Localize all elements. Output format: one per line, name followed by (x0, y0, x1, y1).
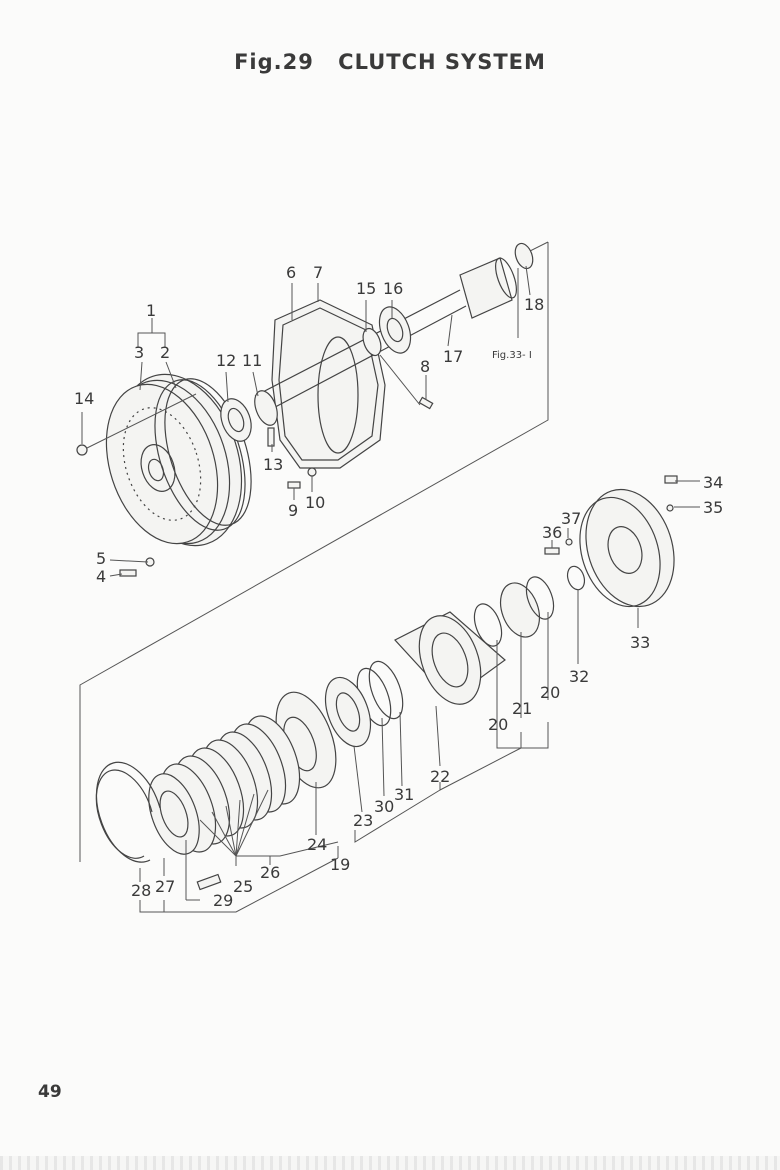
callout-32: 32 (569, 667, 589, 686)
callout-5: 5 (96, 549, 106, 568)
callout-19: 19 (330, 855, 350, 874)
clutch-disc-assembly (105, 373, 252, 547)
callout-9: 9 (288, 501, 298, 520)
callout-6: 6 (286, 263, 296, 282)
callout-8: 8 (420, 357, 430, 376)
callout-27: 27 (155, 877, 175, 896)
upper-hardware (76, 354, 434, 577)
callout-30: 30 (374, 797, 394, 816)
callout-29: 29 (213, 891, 233, 910)
callout-21: 21 (512, 699, 532, 718)
callout-2: 2 (160, 343, 170, 362)
flywheel-housing (271, 299, 386, 469)
callout-23: 23 (353, 811, 373, 830)
callout-1: 1 (146, 301, 156, 320)
leader-lines (81, 265, 700, 913)
callout-4: 4 (96, 567, 106, 586)
figure-title: Fig.29 CLUTCH SYSTEM (0, 50, 780, 74)
callout-11: 11 (242, 351, 262, 370)
callout-labels: 1 2 3 4 5 6 7 8 9 10 11 12 13 14 15 16 1… (74, 263, 723, 910)
scan-edge (0, 1156, 780, 1170)
callout-12: 12 (216, 351, 236, 370)
callout-37: 37 (561, 509, 581, 528)
callout-7: 7 (313, 263, 323, 282)
figure-caption: CLUTCH SYSTEM (338, 50, 546, 74)
callout-14: 14 (74, 389, 94, 408)
callout-36: 36 (542, 523, 562, 542)
callout-26: 26 (260, 863, 280, 882)
callout-20a: 20 (488, 715, 508, 734)
callout-24: 24 (307, 835, 327, 854)
callout-3: 3 (134, 343, 144, 362)
callout-20b: 20 (540, 683, 560, 702)
callout-18: 18 (524, 295, 544, 314)
callout-35: 35 (703, 498, 723, 517)
callout-25: 25 (233, 877, 253, 896)
cross-reference-label: Fig.33- I (492, 350, 532, 361)
input-shaft (220, 242, 534, 442)
clutch-pulley (544, 475, 678, 608)
callout-28: 28 (131, 881, 151, 900)
callout-16: 16 (383, 279, 403, 298)
callout-33: 33 (630, 633, 650, 652)
clutch-drum-pack (95, 576, 555, 891)
page-number: 49 (38, 1082, 62, 1102)
callout-10: 10 (305, 493, 325, 512)
callout-17: 17 (443, 347, 463, 366)
callout-13: 13 (263, 455, 283, 474)
callout-22: 22 (430, 767, 450, 786)
callout-15: 15 (356, 279, 376, 298)
callout-34: 34 (703, 473, 723, 492)
figure-number: Fig.29 (234, 50, 314, 74)
callout-31: 31 (394, 785, 414, 804)
